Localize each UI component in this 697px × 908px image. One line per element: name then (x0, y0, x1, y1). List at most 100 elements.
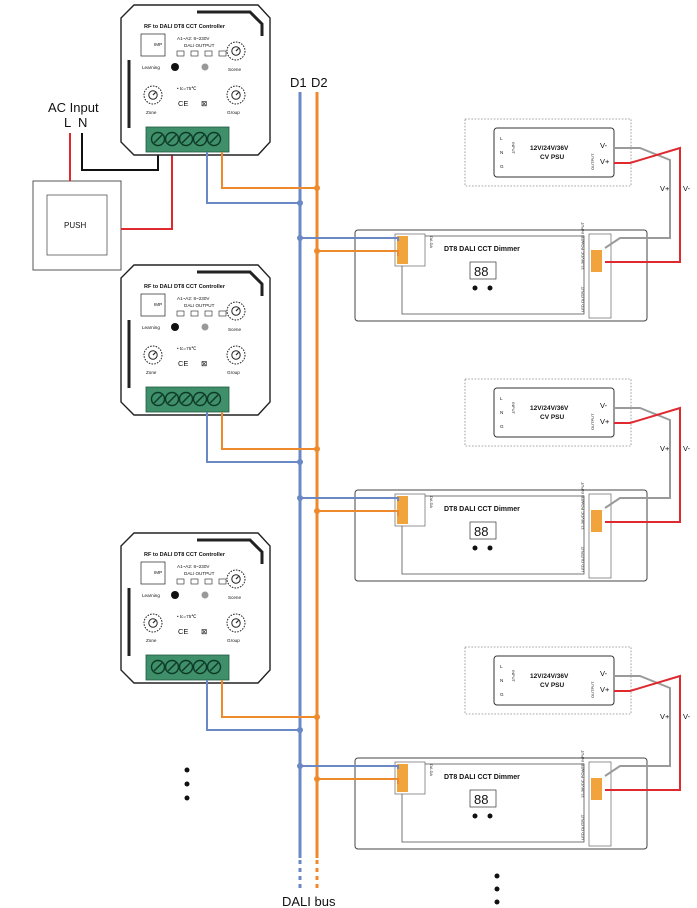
wire-bus-d1-dimmer2 (300, 497, 399, 501)
screw-icon (150, 131, 166, 147)
rating-label: A1~A2: 8~230V (177, 36, 210, 41)
wire-vminus-label: V- (683, 712, 691, 721)
controller-title: RF to DALI DT8 CCT Controller (144, 284, 226, 290)
psu-pin-n: N (500, 410, 503, 415)
learning-label: Learning (142, 65, 160, 70)
junction-dot (297, 495, 303, 501)
terminal-screws (150, 391, 222, 407)
junction-dot (314, 508, 320, 514)
psu-vminus-label: V- (600, 401, 608, 410)
terminal-box (204, 578, 213, 585)
dimmer-title: DT8 DALI CCT Dimmer (444, 246, 520, 253)
junction-dot (314, 714, 320, 720)
screw-icon (178, 391, 194, 407)
group-dial[interactable] (226, 85, 246, 105)
psu-pin-l: L (500, 396, 503, 401)
junction-dot (314, 185, 320, 191)
continuation-dots-left (184, 767, 190, 801)
status-led (201, 323, 209, 331)
tc-label: • tc=75℃ (177, 614, 197, 619)
scene-dial[interactable] (226, 569, 246, 589)
imp-label: IMP (154, 570, 162, 575)
learning-button[interactable] (171, 323, 179, 331)
wire-ctrl3-d2 (221, 680, 317, 718)
dimmer-left-terminal-label: DA DA (429, 496, 434, 508)
dimmer-display (469, 261, 497, 280)
learning-button[interactable] (171, 63, 179, 71)
screw-icon (164, 391, 180, 407)
psu-vplus-label: V+ (600, 685, 610, 694)
screw-icon (192, 659, 208, 675)
ac-input-section: AC Input L N PUSH (32, 100, 173, 271)
wire-psu2-vplus (605, 406, 681, 523)
tc-label: • tc=75℃ (177, 86, 197, 91)
ce-mark: CE (178, 627, 188, 636)
scene-dial[interactable] (226, 301, 246, 321)
dimmer-button[interactable] (472, 813, 478, 819)
psu-input-label: INPUT (511, 142, 516, 155)
screw-icon (206, 659, 222, 675)
psu-2: L N G INPUT 12V/24V/36V CV PSU OUTPUT V-… (464, 378, 632, 447)
screw-icon (206, 131, 222, 147)
ce-mark: CE (178, 99, 188, 108)
wire-psu2-vminus (604, 407, 671, 509)
psu-dimmer-set-2: L N G INPUT 12V/24V/36V CV PSU OUTPUT V-… (297, 378, 691, 582)
status-led (201, 591, 209, 599)
dimmer-led-output-label: LED OUTPUT (580, 546, 585, 572)
push-switch-plate[interactable] (46, 194, 108, 256)
dimmer-display-digits: 88 (474, 524, 488, 539)
terminal-box (218, 50, 227, 57)
dimmer-button[interactable] (487, 813, 493, 819)
dimmer-power-input-label: 12-36VDC POWER INPUT (580, 749, 585, 798)
learning-button[interactable] (171, 591, 179, 599)
screw-icon (178, 659, 194, 675)
zone-dial[interactable] (143, 613, 163, 633)
scene-dial[interactable] (226, 41, 246, 61)
wire-vminus-label: V- (683, 184, 691, 193)
dimmer-3: DT8 DALI CCT Dimmer 88 DA DA 12-36VDC PO… (354, 749, 648, 850)
wire-ctrl1-d2 (221, 152, 317, 189)
terminal-box (176, 578, 185, 585)
dimmer-led-output-label: LED OUTPUT (580, 814, 585, 840)
dimmer-button[interactable] (472, 285, 478, 291)
junction-dot (314, 248, 320, 254)
screw-icon (192, 131, 208, 147)
dimmer-1: DT8 DALI CCT Dimmer 88 DA DA 12-36VDC PO… (354, 221, 648, 322)
dimmer-title: DT8 DALI CCT Dimmer (444, 774, 520, 781)
terminal-screws (150, 131, 222, 147)
relay-symbol (140, 561, 166, 585)
dimmer-button[interactable] (487, 545, 493, 551)
wire-ctrl2-d2 (221, 412, 317, 450)
group-dial[interactable] (226, 345, 246, 365)
group-dial[interactable] (226, 613, 246, 633)
wire-neutral-to-controller (81, 133, 159, 171)
group-label: Group (227, 638, 240, 643)
dimmer-button[interactable] (487, 285, 493, 291)
dimmer-power-input-label: 12-36VDC POWER INPUT (580, 221, 585, 270)
screw-icon (192, 391, 208, 407)
relay-symbol (140, 293, 166, 317)
zone-label: Zone (146, 370, 157, 375)
dimmer-button[interactable] (472, 545, 478, 551)
psu-pin-n: N (500, 150, 503, 155)
dimmer-display (469, 521, 497, 540)
status-led (201, 63, 209, 71)
psu-pin-l: L (500, 664, 503, 669)
learning-label: Learning (142, 593, 160, 598)
junction-dot (314, 776, 320, 782)
controller-bus-wires (206, 152, 320, 733)
tc-label: • tc=75℃ (177, 346, 197, 351)
label-dali-bus: DALI bus (282, 894, 336, 908)
learning-label: Learning (142, 325, 160, 330)
psu-input-label: INPUT (511, 670, 516, 683)
dimmer-display (469, 789, 497, 808)
psu-vplus-label: V+ (600, 157, 610, 166)
terminal-box (204, 310, 213, 317)
zone-dial[interactable] (143, 345, 163, 365)
terminal-box (218, 310, 227, 317)
psu-pin-g: G (500, 164, 504, 169)
wire-ctrl1-d1 (206, 152, 300, 204)
zone-dial[interactable] (143, 85, 163, 105)
dali-output-label: DALI OUTPUT (184, 571, 215, 576)
